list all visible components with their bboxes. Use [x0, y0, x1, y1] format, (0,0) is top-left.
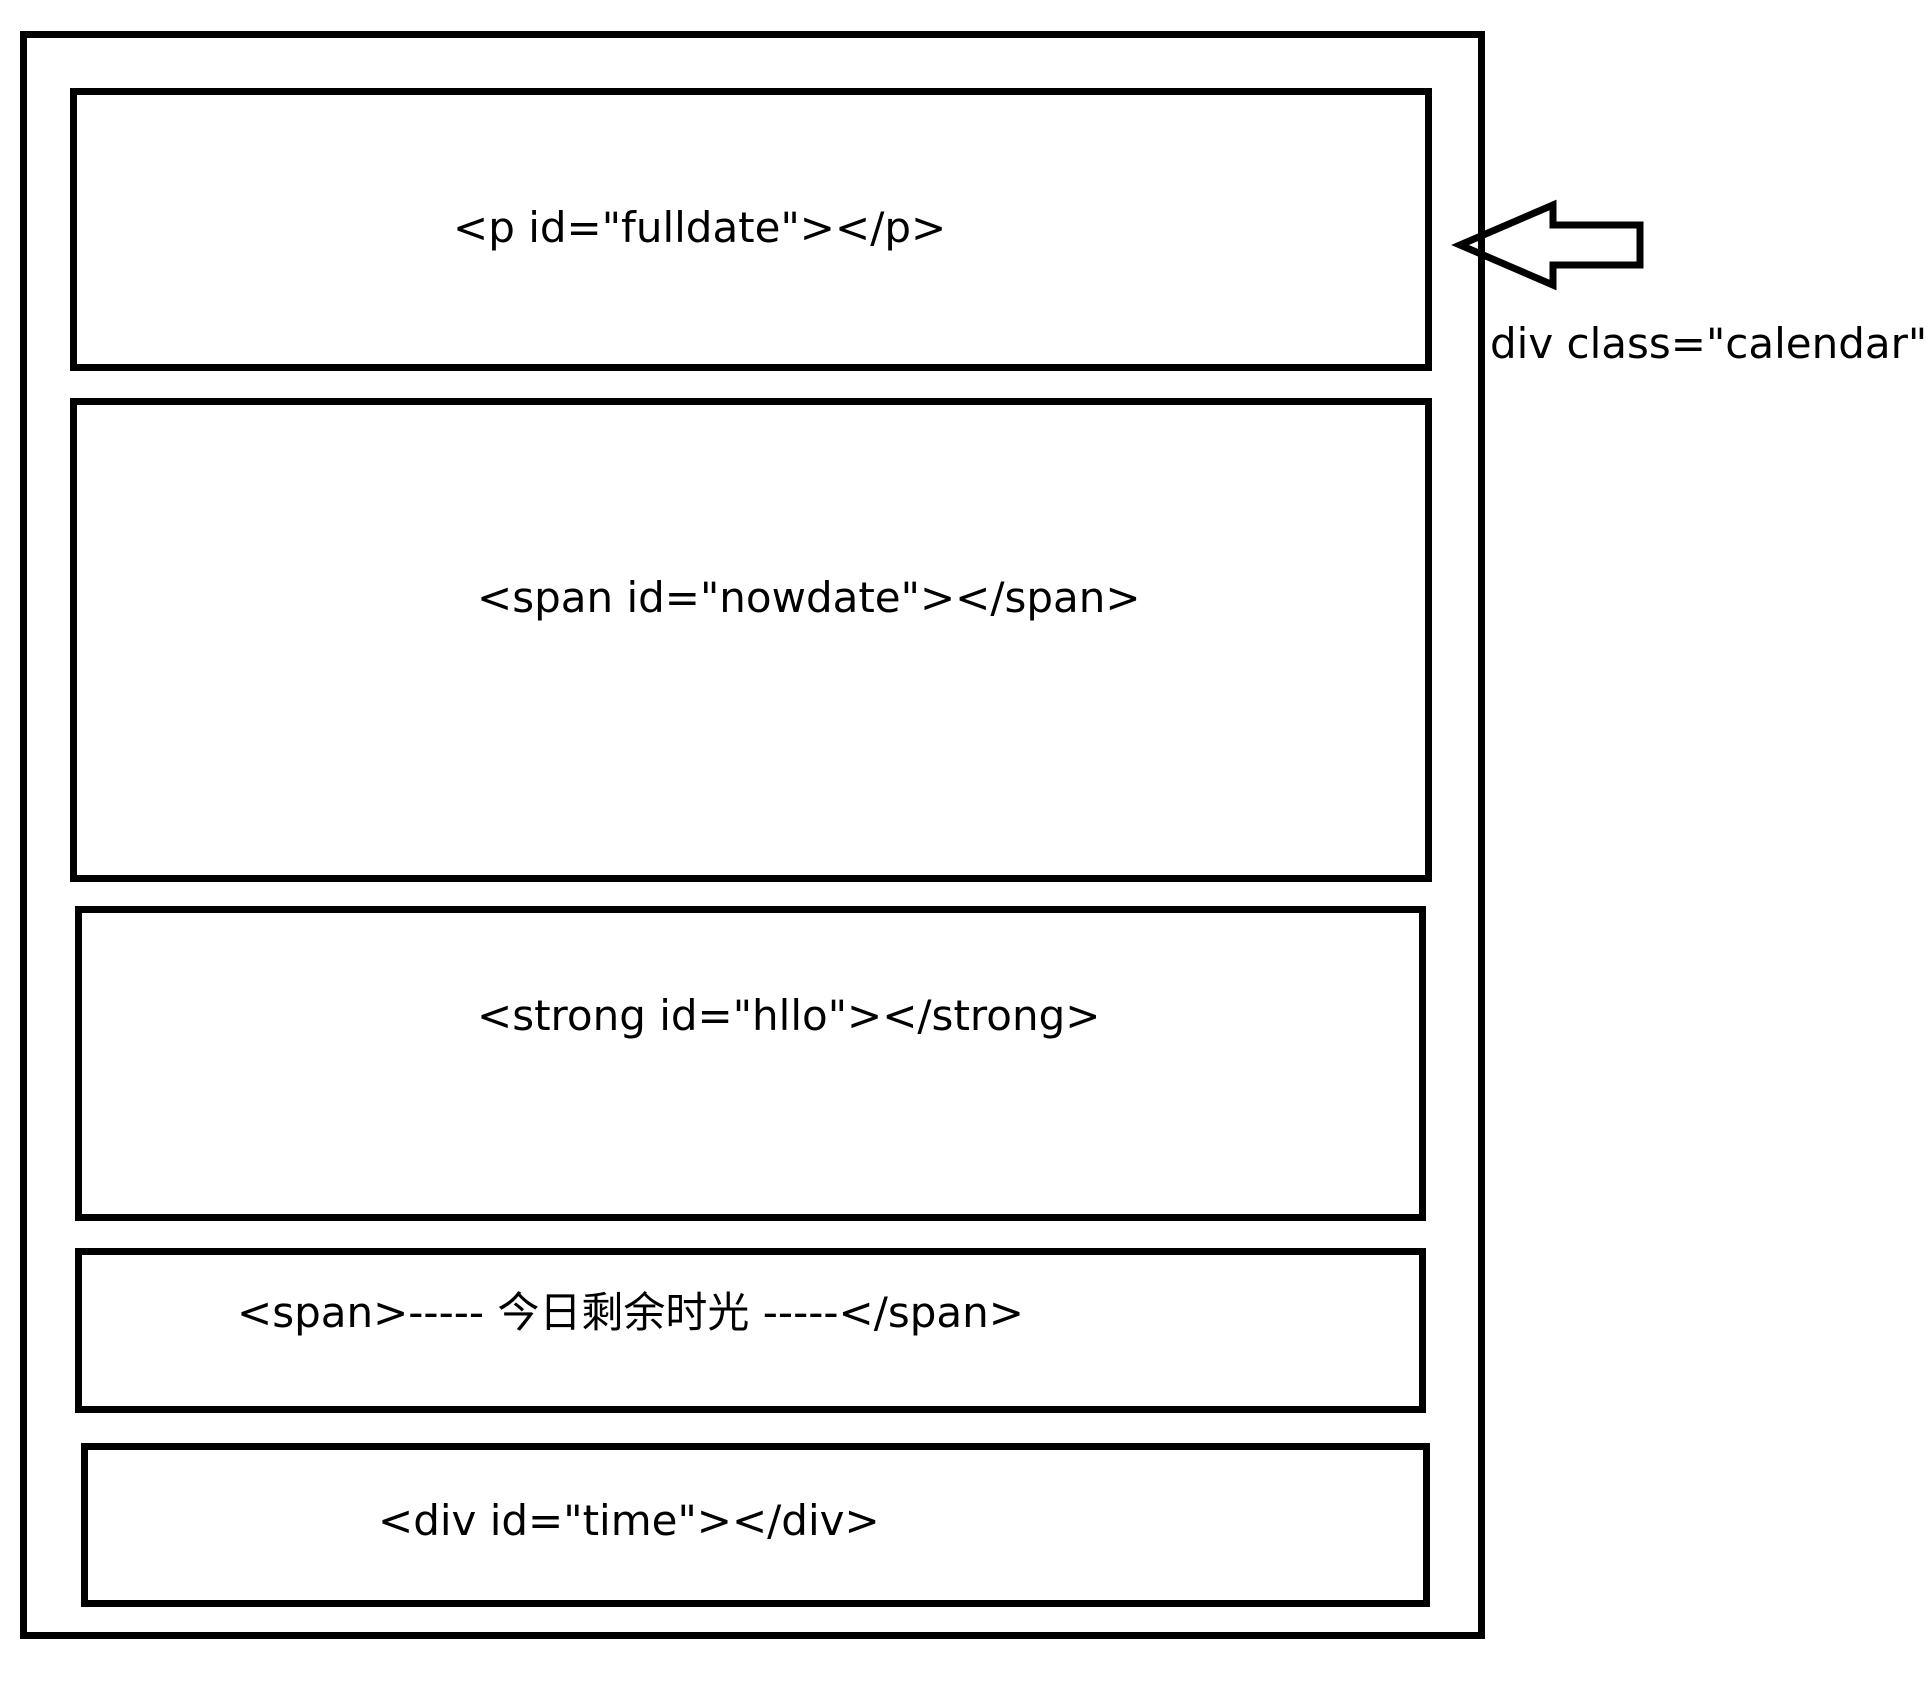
hllo-box — [75, 906, 1426, 1221]
hllo-label: <strong id="hllo"></strong> — [477, 991, 1101, 1040]
time-box — [81, 1443, 1430, 1607]
left-arrow-icon — [1451, 199, 1644, 291]
nowdate-box — [70, 398, 1432, 882]
calendar-container-box — [20, 31, 1485, 1639]
fulldate-box — [70, 88, 1432, 371]
fulldate-label: <p id="fulldate"></p> — [453, 203, 947, 252]
nowdate-label: <span id="nowdate"></span> — [477, 573, 1141, 622]
time-label: <div id="time"></div> — [378, 1496, 880, 1545]
calendar-callout-label: div class="calendar" — [1490, 319, 1928, 368]
remaining-time-box — [75, 1248, 1426, 1413]
remaining-time-label: <span>----- 今日剩余时光 -----</span> — [237, 1288, 1024, 1337]
